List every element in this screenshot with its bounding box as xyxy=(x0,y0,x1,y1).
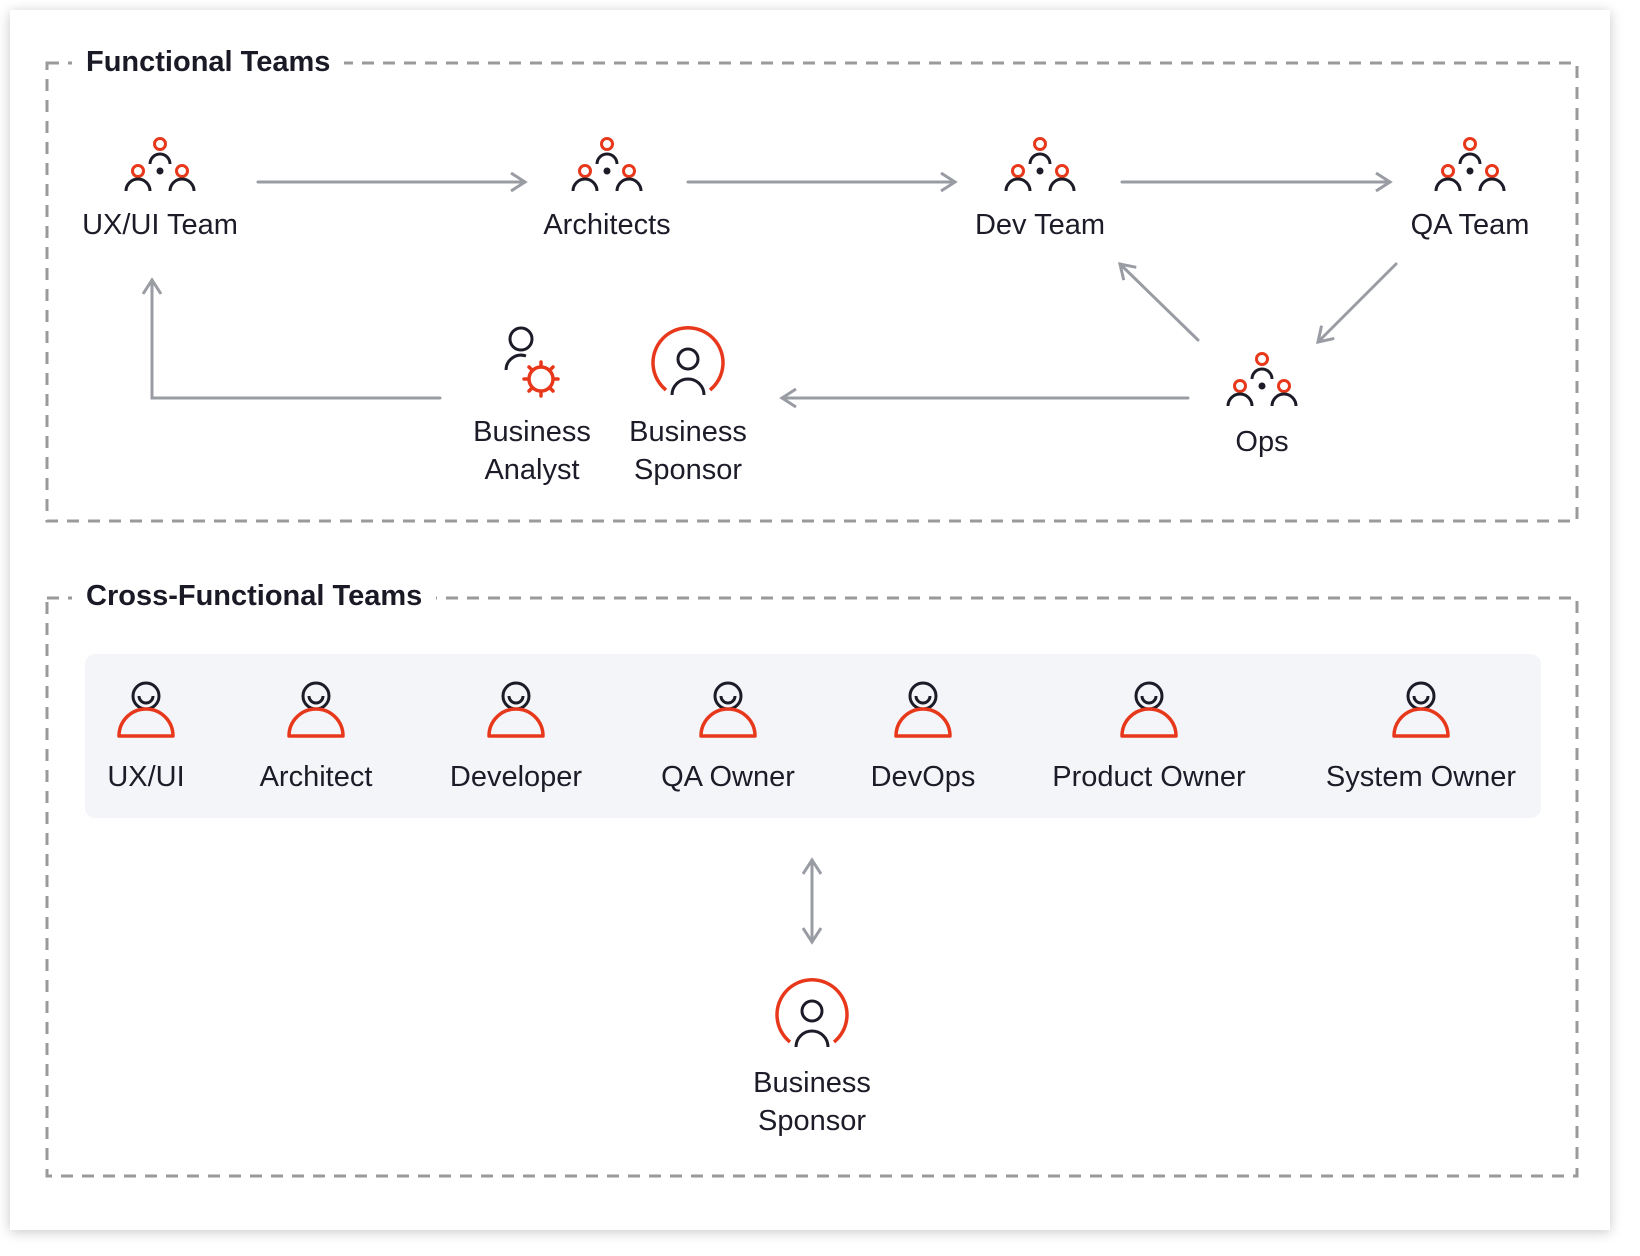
architect-role-icon xyxy=(287,681,345,738)
cross-sponsor-label-line2: Sponsor xyxy=(757,1105,867,1137)
role-label-architect: Architect xyxy=(259,761,373,793)
arrow-analyst-to-uxui xyxy=(152,280,442,400)
sponsor-label-line1: Business xyxy=(629,416,747,448)
role-label-system-owner: System Owner xyxy=(1325,761,1517,793)
product-owner-role-icon xyxy=(1120,681,1178,738)
analyst-label-line2: Analyst xyxy=(484,454,580,486)
functional-teams-border xyxy=(45,61,1579,523)
role-label-qa-owner: QA Owner xyxy=(661,761,795,793)
role-label-uxui: UX/UI xyxy=(107,761,185,793)
ops-label: Ops xyxy=(1235,426,1289,458)
cross-functional-teams-title: Cross-Functional Teams xyxy=(72,578,437,614)
system-owner-role-icon xyxy=(1392,681,1450,738)
dev-team-label: Dev Team xyxy=(974,209,1106,241)
uxui-team-label: UX/UI Team xyxy=(82,209,238,241)
devops-role-icon xyxy=(894,681,952,738)
sponsor-label-line2: Sponsor xyxy=(633,454,743,486)
cross-functional-border xyxy=(45,596,1579,1178)
diagram-card xyxy=(10,10,1610,1230)
cross-sponsor-label-line1: Business xyxy=(753,1067,871,1099)
analyst-label-line1: Business xyxy=(473,416,591,448)
role-label-developer: Developer xyxy=(449,761,583,793)
qa-team-label: QA Team xyxy=(1410,209,1530,241)
role-label-devops: DevOps xyxy=(870,761,976,793)
developer-role-icon xyxy=(487,681,545,738)
qa-owner-role-icon xyxy=(699,681,757,738)
uxui-role-icon xyxy=(117,681,175,738)
role-label-product-owner: Product Owner xyxy=(1052,761,1246,793)
arrow-ops-to-dev xyxy=(1120,264,1200,342)
architects-label: Architects xyxy=(543,209,671,241)
arrow-qa-to-ops xyxy=(1318,262,1398,342)
functional-teams-title: Functional Teams xyxy=(72,44,345,80)
analyst-gear-icon xyxy=(504,326,560,398)
